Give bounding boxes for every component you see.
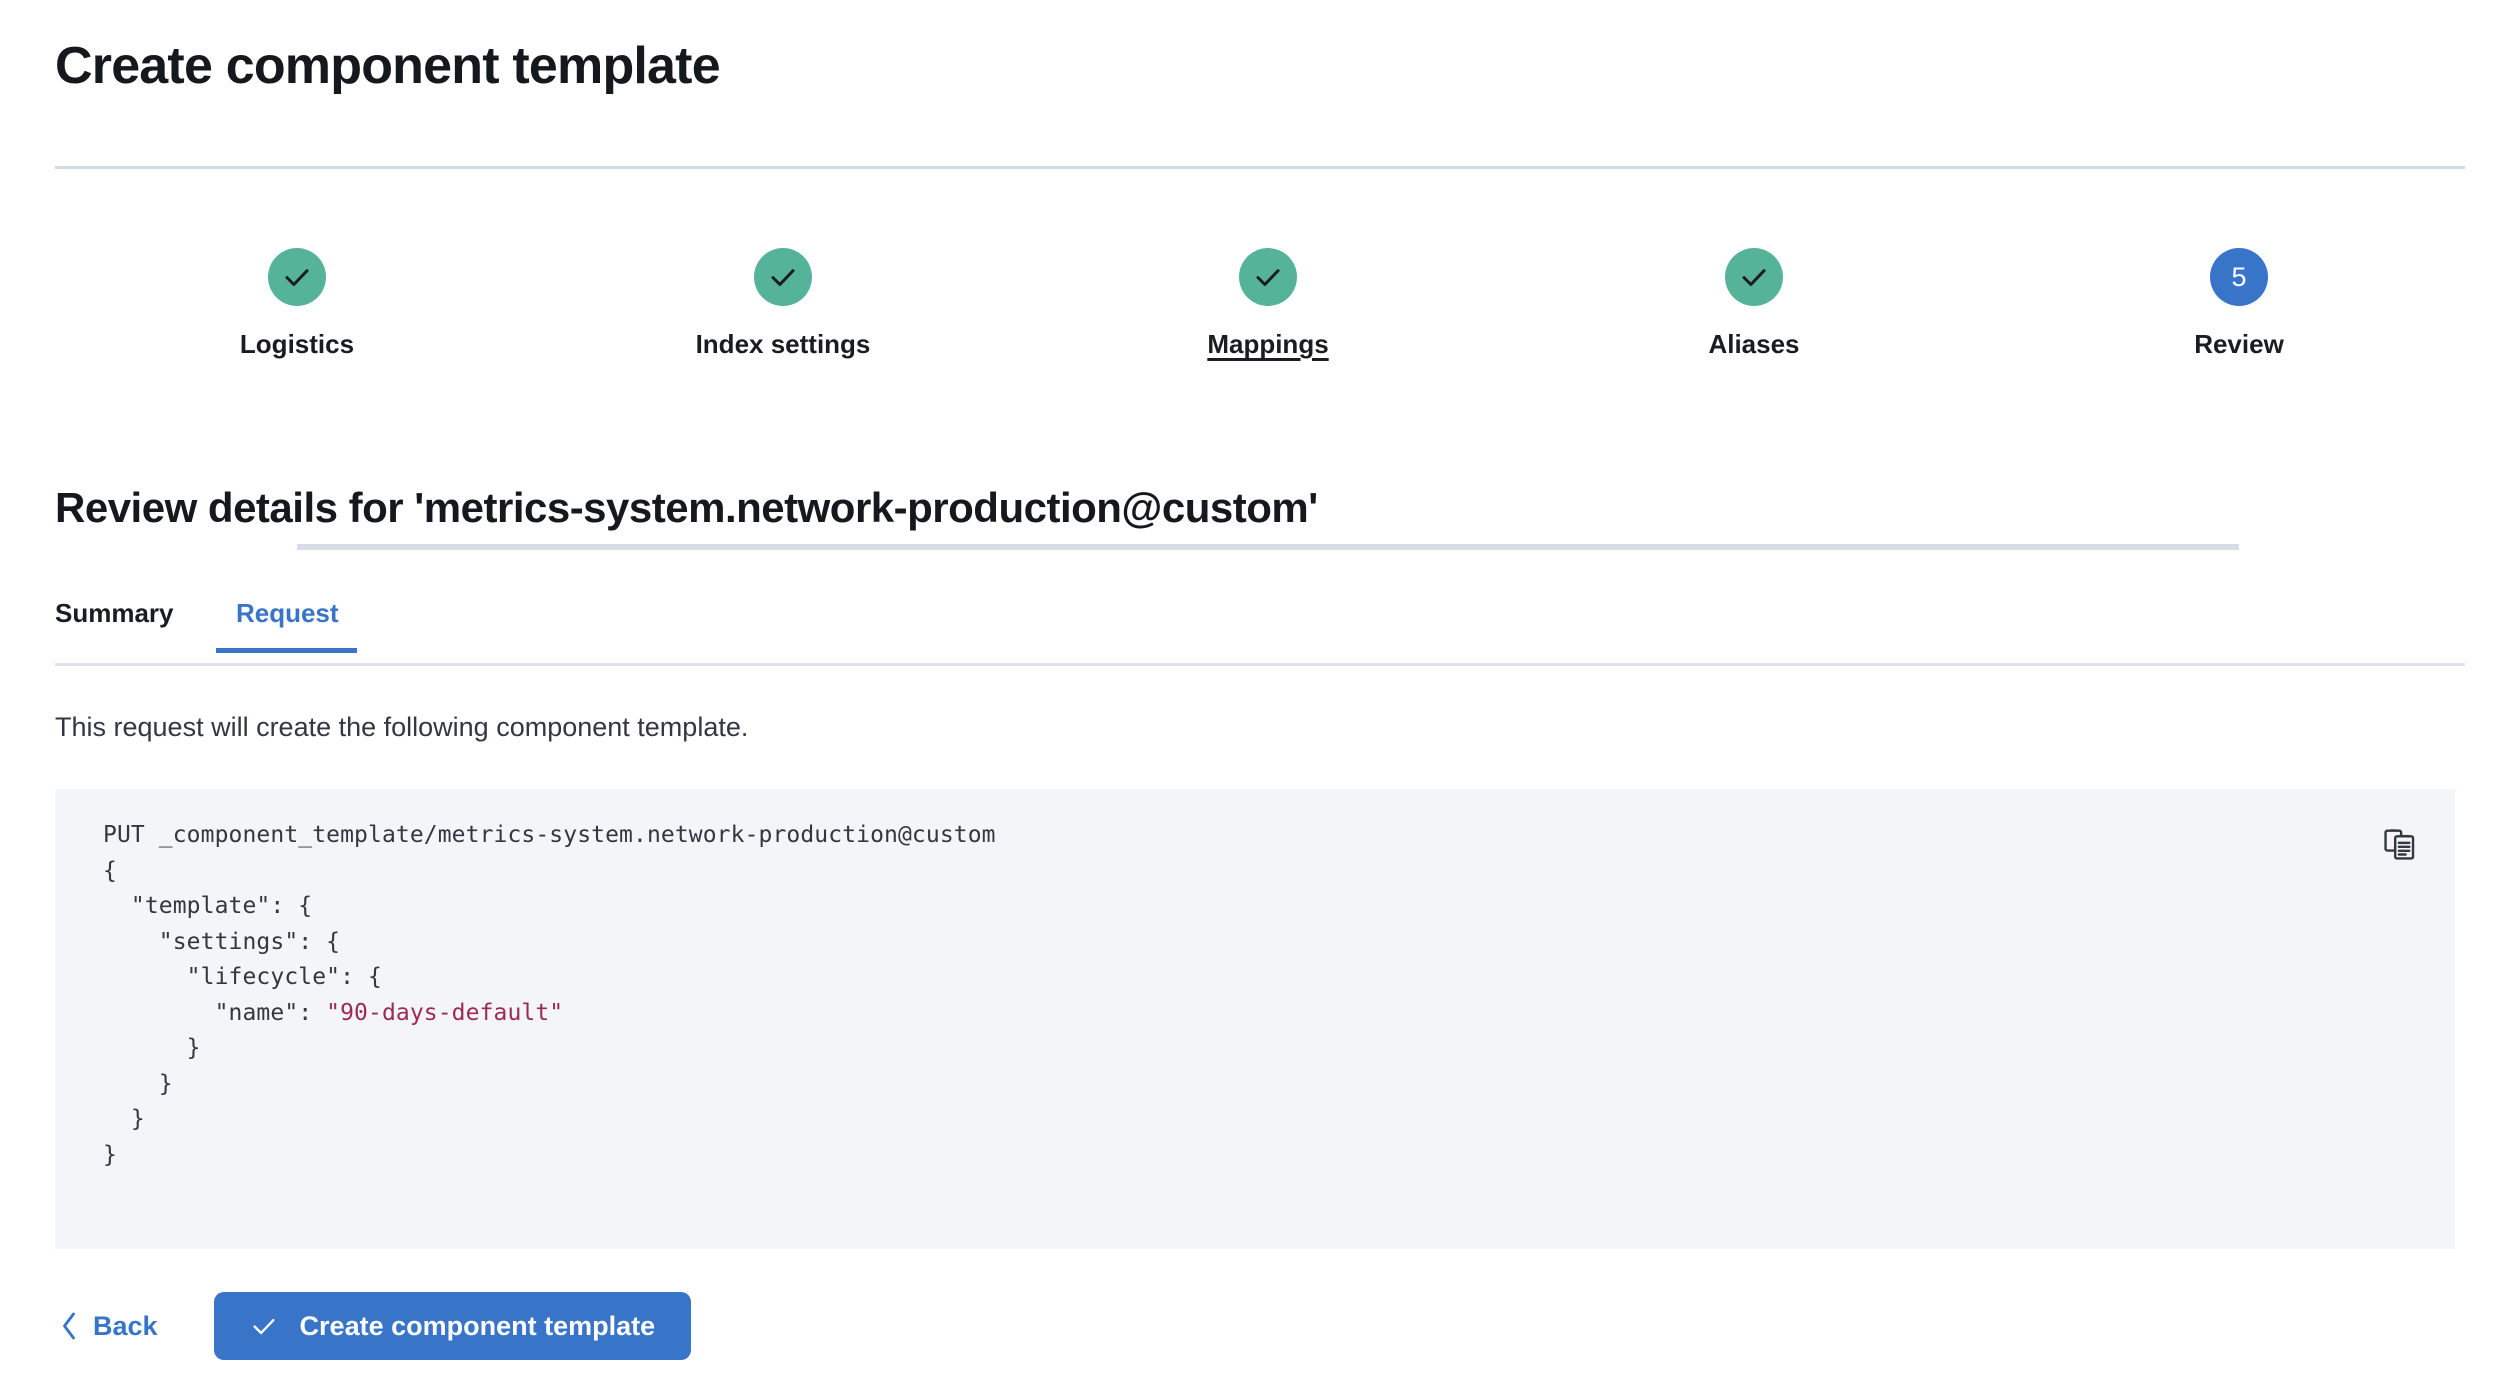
step-index-settings[interactable]: Index settings <box>583 248 983 360</box>
header-divider <box>55 166 2465 169</box>
step-connector-line <box>297 544 2239 550</box>
back-button[interactable]: Back <box>55 1303 162 1350</box>
step-aliases[interactable]: Aliases <box>1554 248 1954 360</box>
step-number: 5 <box>2231 261 2247 292</box>
review-heading: Review details for 'metrics-system.netwo… <box>55 484 1318 531</box>
request-code-panel: PUT _component_template/metrics-system.n… <box>55 789 2455 1249</box>
page-title: Create component template <box>55 37 721 95</box>
tabs-bottom-rule <box>55 663 2465 666</box>
request-body-settings: "settings": { <box>103 928 341 955</box>
copy-request-button[interactable] <box>2378 822 2422 866</box>
step-logistics[interactable]: Logistics <box>97 248 497 360</box>
step-label-index-settings[interactable]: Index settings <box>695 329 871 359</box>
create-component-template-button[interactable]: Create component template <box>213 1292 692 1360</box>
request-body-open: { <box>103 857 117 884</box>
review-tabs: Summary Request <box>55 598 2465 666</box>
step-mappings[interactable]: Mappings <box>1068 248 1468 360</box>
step-marker-logistics <box>268 248 326 306</box>
step-marker-review: 5 <box>2210 248 2268 306</box>
tab-request[interactable]: Request <box>216 598 357 654</box>
request-body-lifecycle: "lifecycle": { <box>103 964 382 990</box>
request-body-template: "template": { <box>103 893 313 919</box>
request-body-close-settings: } <box>103 1070 173 1097</box>
step-label-review[interactable]: Review <box>2194 329 2284 359</box>
request-body-close-lifecycle: } <box>103 1035 201 1061</box>
step-label-logistics[interactable]: Logistics <box>239 329 355 359</box>
check-icon <box>1256 269 1280 286</box>
check-icon <box>1742 269 1766 286</box>
check-icon <box>285 269 309 286</box>
step-review[interactable]: 5 Review <box>2039 248 2439 360</box>
request-method-line: PUT _component_template/metrics-system.n… <box>103 822 996 848</box>
request-body-name-value: "90-days-default" <box>326 999 564 1026</box>
request-body-name-key: "name": <box>103 999 327 1026</box>
request-code: PUT _component_template/metrics-system.n… <box>103 818 996 1173</box>
step-marker-aliases <box>1725 248 1783 306</box>
step-label-mappings[interactable]: Mappings <box>1207 329 1329 359</box>
step-label-aliases[interactable]: Aliases <box>1708 329 1800 359</box>
check-icon <box>771 269 795 286</box>
copy-clipboard-icon <box>2384 829 2415 860</box>
request-body-close-template: } <box>103 1106 145 1132</box>
request-body-close: } <box>103 1141 117 1168</box>
back-button-label: Back <box>93 1310 158 1341</box>
check-icon <box>253 1319 275 1335</box>
request-description: This request will create the following c… <box>55 712 749 742</box>
step-marker-mappings <box>1239 248 1297 306</box>
create-component-template-button-label: Create component template <box>299 1310 656 1341</box>
step-indicator: Logistics Index settings Mappings Aliase… <box>0 248 2506 550</box>
step-marker-index-settings <box>754 248 812 306</box>
wizard-footer: Back Create component template <box>55 1292 692 1360</box>
tab-summary[interactable]: Summary <box>55 598 174 628</box>
chevron-left-icon <box>63 1312 75 1340</box>
